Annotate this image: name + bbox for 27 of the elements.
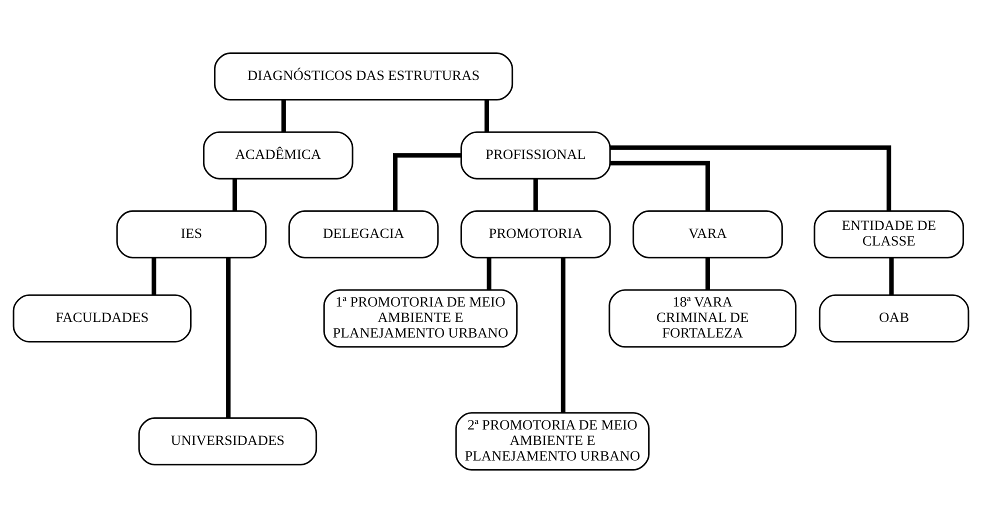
- node-box: VARA: [632, 210, 783, 258]
- connector: [889, 257, 894, 295]
- node-box: UNIVERSIDADES: [138, 416, 318, 465]
- connector: [610, 144, 892, 210]
- node-box: ACADÊMICA: [202, 130, 354, 179]
- node-box: FACULDADES: [12, 294, 192, 342]
- node-box: OAB: [818, 294, 970, 342]
- node-box: 18ª VARA CRIMINAL DE FORTALEZA: [608, 288, 796, 348]
- node-box: PROFISSIONAL: [460, 130, 611, 179]
- connector: [705, 257, 710, 290]
- connector: [610, 160, 710, 211]
- connector: [232, 178, 238, 210]
- node-box: PROMOTORIA: [460, 210, 611, 258]
- connector: [152, 257, 156, 295]
- node-box: 1ª PROMOTORIA DE MEIO AMBIENTE E PLANEJAMENTO URBANO: [323, 288, 518, 348]
- connector: [226, 257, 231, 418]
- connector: [281, 100, 286, 132]
- node-box: DELEGACIA: [288, 210, 439, 258]
- node-box: ENTIDADE DE CLASSE: [814, 210, 964, 258]
- connector: [533, 178, 538, 210]
- connector: [486, 257, 492, 290]
- node-box: DIAGNÓSTICOS DAS ESTRUTURAS: [214, 52, 514, 100]
- node-box: IES: [116, 210, 267, 258]
- connector: [560, 257, 566, 412]
- connector: [392, 152, 461, 210]
- connector: [484, 100, 490, 132]
- node-box: 2ª PROMOTORIA DE MEIO AMBIENTE E PLANEJAMENTO URBANO: [455, 412, 650, 470]
